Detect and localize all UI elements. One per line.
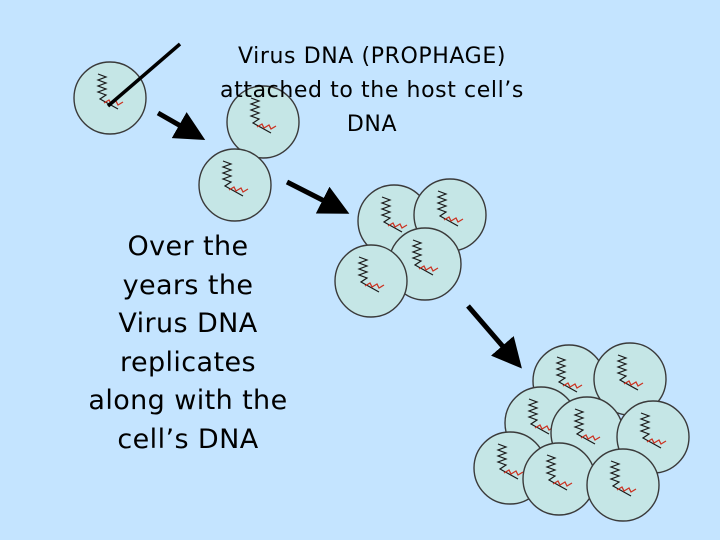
host-dna bbox=[545, 454, 568, 491]
viral-dna bbox=[228, 186, 249, 193]
viral-dna bbox=[534, 424, 555, 431]
viral-dna bbox=[580, 434, 601, 441]
prophage-caption-line: attached to the host cell’s bbox=[220, 78, 524, 103]
viral-dna bbox=[387, 222, 408, 229]
host-cell bbox=[198, 148, 272, 222]
host-dna bbox=[380, 196, 403, 233]
host-dna bbox=[639, 412, 662, 449]
viral-dna bbox=[256, 123, 277, 130]
host-cell bbox=[586, 448, 660, 522]
viral-dna bbox=[364, 282, 385, 289]
replication-caption-line: Over the bbox=[127, 231, 249, 262]
host-dna bbox=[357, 256, 380, 293]
viral-dna bbox=[418, 265, 439, 272]
viral-dna bbox=[616, 486, 637, 493]
cell-membrane bbox=[198, 148, 272, 222]
viral-dna bbox=[646, 438, 667, 445]
replication-caption-line: Virus DNA bbox=[118, 308, 258, 339]
prophage-caption: Virus DNA (PROPHAGE) attached to the hos… bbox=[176, 40, 568, 142]
viral-dna bbox=[503, 469, 524, 476]
host-cell bbox=[334, 244, 408, 318]
host-dna bbox=[616, 354, 639, 391]
host-cell bbox=[73, 61, 147, 135]
arrow-stage-2-to-3 bbox=[285, 179, 350, 214]
cell-membrane bbox=[226, 85, 300, 159]
host-dna bbox=[527, 398, 550, 435]
viral-dna bbox=[443, 216, 464, 223]
viral-dna bbox=[623, 380, 644, 387]
prophage-caption-line: DNA bbox=[346, 112, 398, 137]
host-dna bbox=[96, 73, 119, 110]
viral-dna bbox=[562, 382, 583, 389]
replication-caption-line: replicates bbox=[120, 346, 256, 378]
stage-single-cell bbox=[73, 61, 147, 135]
pointer-line bbox=[106, 42, 182, 108]
host-dna bbox=[411, 239, 434, 276]
cell-membrane bbox=[73, 61, 147, 135]
host-dna bbox=[221, 160, 244, 197]
cell-membrane bbox=[586, 448, 660, 522]
prophage-caption-line: Virus DNA (PROPHAGE) bbox=[237, 44, 507, 69]
arrow-stage-1-to-2 bbox=[156, 110, 206, 140]
stage-first-replication bbox=[334, 178, 487, 318]
arrow-stage-3-to-4 bbox=[466, 304, 522, 369]
host-dna bbox=[496, 443, 519, 480]
host-cell bbox=[522, 442, 596, 516]
cell-membrane bbox=[334, 244, 408, 318]
host-dna bbox=[609, 460, 632, 497]
replication-caption: Over the years the Virus DNA replicates … bbox=[66, 228, 310, 459]
replication-caption-line: years the bbox=[122, 269, 254, 301]
cell-membrane bbox=[522, 442, 596, 516]
host-cell bbox=[226, 85, 300, 159]
viral-dna bbox=[552, 480, 573, 487]
stage-infected-cells bbox=[198, 85, 300, 222]
host-dna bbox=[436, 190, 459, 227]
host-dna bbox=[555, 356, 578, 393]
host-dna bbox=[249, 97, 272, 134]
replication-caption-line: cell’s DNA bbox=[117, 423, 259, 455]
stage-later-replication bbox=[473, 342, 690, 522]
replication-caption-line: along with the bbox=[88, 385, 288, 416]
host-dna bbox=[573, 408, 596, 445]
